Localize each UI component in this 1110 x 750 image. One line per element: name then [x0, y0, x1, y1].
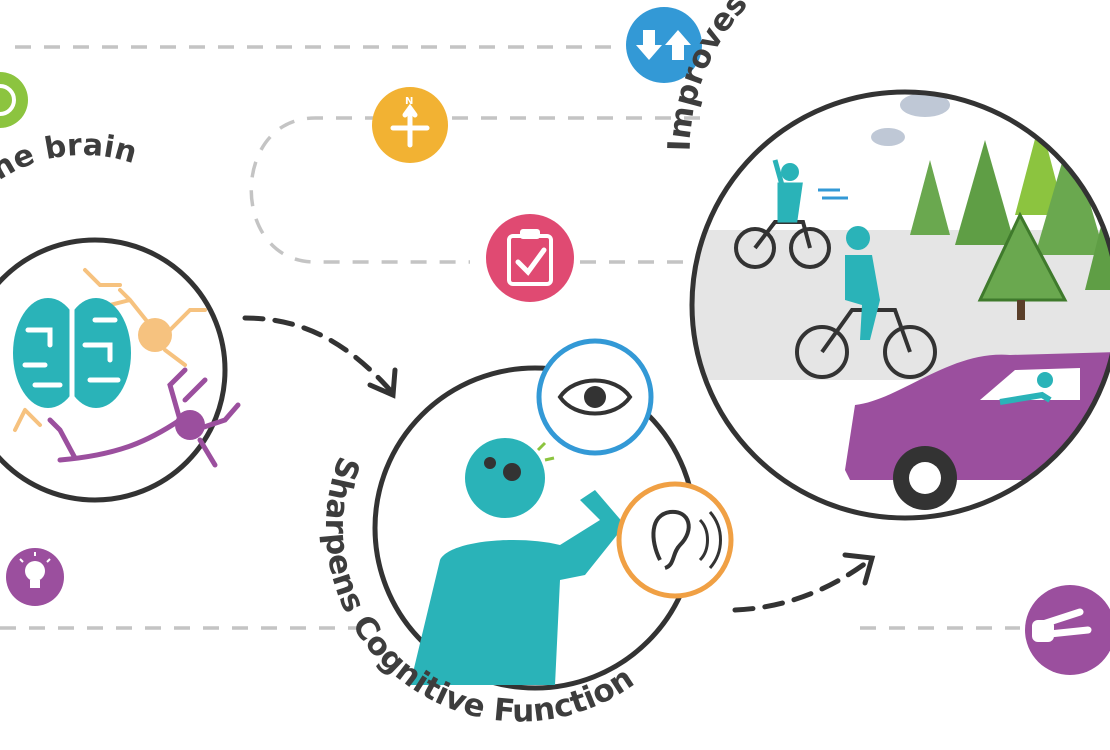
spark-icon — [536, 441, 555, 462]
cognitive-circle: Sharpens Cognitive Function — [318, 338, 734, 730]
orange-neuron-icon — [13, 268, 207, 432]
everyday-life-circle: Improves Everyday Life — [662, 0, 1110, 521]
direction-arrows-icon — [626, 7, 702, 83]
arrowhead-2 — [842, 552, 876, 586]
brain-label: the brain — [0, 128, 141, 196]
purple-neuron-icon — [47, 367, 241, 468]
compass-icon: N — [372, 87, 448, 163]
cloud-icon — [871, 92, 950, 146]
flow-arrows — [242, 315, 876, 613]
peace-hand-icon — [1025, 585, 1110, 675]
svg-text:N: N — [405, 96, 413, 107]
speed-lines — [818, 188, 848, 200]
cyclist-2-icon — [795, 226, 937, 379]
eye-icon — [536, 338, 654, 456]
ear-icon — [616, 481, 734, 599]
target-icon — [0, 72, 28, 128]
brain-icon — [13, 298, 131, 408]
lightbulb-icon — [6, 548, 64, 606]
thinking-person-icon — [410, 438, 625, 685]
trees — [910, 120, 1110, 320]
arrow-brain-to-cognitive — [242, 315, 393, 393]
loop-guide-line — [249, 116, 700, 264]
cyclist-1-icon — [734, 159, 831, 269]
clipboard-check-icon — [486, 214, 574, 302]
gear-icon — [484, 457, 521, 481]
arrowhead-1 — [367, 367, 398, 399]
arrow-cognitive-to-life — [732, 557, 873, 613]
dashed-guides — [0, 45, 1020, 630]
car-icon — [845, 352, 1110, 510]
brain-circle: the brain — [0, 128, 241, 503]
